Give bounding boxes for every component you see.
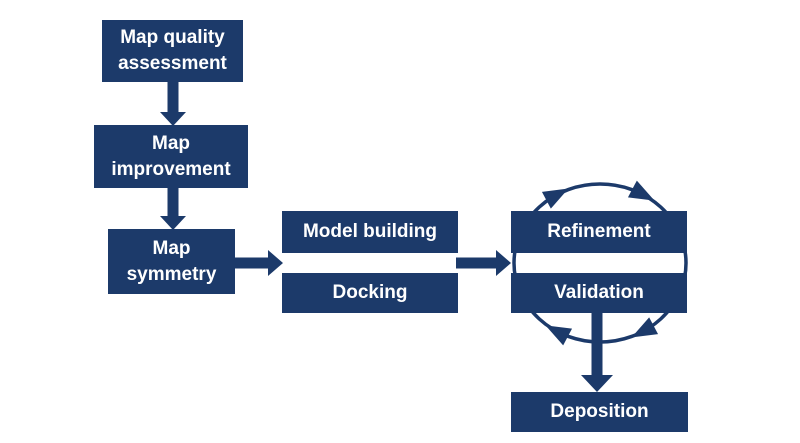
cycle-arrowhead-bottom-left-icon [545,325,573,346]
node-refinement: Refinement [511,211,687,253]
node-label: Refinement [547,221,651,242]
node-validation: Validation [511,273,687,313]
node-label: Docking [332,282,408,303]
node-label: Model building [302,221,438,242]
arrow-improvement-to-symmetry [160,186,186,230]
arrow-validation-to-deposition [581,311,613,392]
node-model-building: Model building [282,211,458,253]
node-label: Map [152,132,190,154]
node-label: assessment [118,53,227,74]
node-map-improvement: Map improvement [94,125,248,188]
node-map-symmetry: Map symmetry [108,229,235,294]
cycle-arrowhead-bottom-right-icon [631,317,659,338]
arrow-symmetry-to-building [234,250,283,276]
node-label: Map [152,237,191,259]
node-label: Deposition [550,401,649,422]
cycle-arrowhead-top-right-icon [627,180,655,201]
node-label: Validation [554,282,644,303]
node-label: Map quality [120,27,225,48]
arrow-building-to-refinement [456,250,511,276]
node-docking: Docking [282,273,458,313]
arrow-quality-to-improvement [160,80,186,126]
node-deposition: Deposition [511,392,688,432]
node-label: symmetry [126,263,217,285]
node-map-quality-assessment: Map quality assessment [102,20,243,82]
cycle-arrowhead-top-left-icon [541,188,569,209]
node-label: improvement [111,158,231,180]
